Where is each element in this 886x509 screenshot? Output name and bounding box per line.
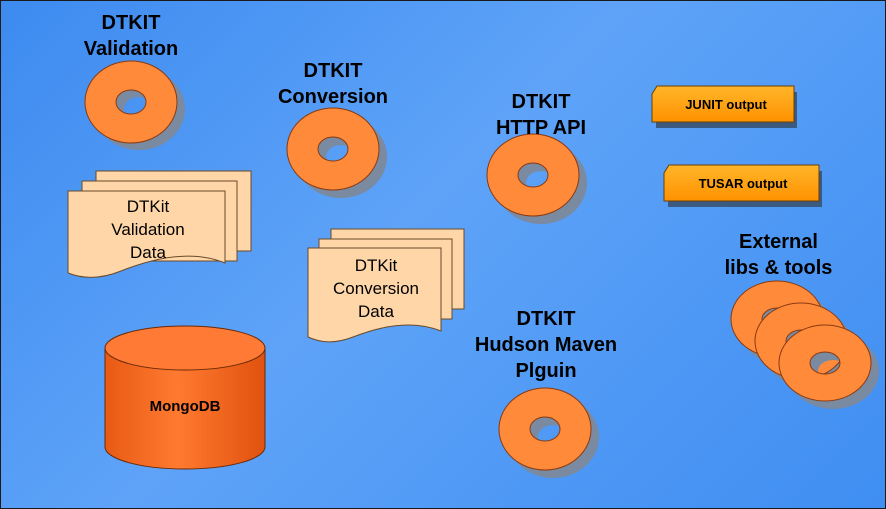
external-title: External libs & tools xyxy=(706,229,851,281)
mongodb-label: MongoDB xyxy=(149,398,221,415)
junit-output-label: JUNIT output xyxy=(685,97,767,112)
validation-data-line3: Data xyxy=(130,243,166,262)
hudson-title: DTKIT Hudson Maven Plguin xyxy=(456,306,636,384)
tusar-output-shape xyxy=(663,164,822,207)
ring-conversion xyxy=(286,107,387,198)
hudson-title-line3: Plguin xyxy=(515,360,577,382)
ring-validation xyxy=(84,60,185,150)
doc-stack-validation xyxy=(67,170,252,278)
conversion-data-line1: DTKit xyxy=(354,256,398,275)
tusar-output-label: TUSAR output xyxy=(698,176,788,191)
http-api-title: DTKIT HTTP API xyxy=(476,89,606,141)
ring-external-3 xyxy=(778,324,879,409)
ring-http-api xyxy=(486,133,587,224)
conversion-data-line3: Data xyxy=(358,302,394,321)
conversion-title-line2: Conversion xyxy=(277,86,389,108)
external-title-line2: libs & tools xyxy=(724,257,833,279)
doc-stack-conversion xyxy=(307,228,465,343)
conversion-title: DTKIT Conversion xyxy=(263,58,403,110)
conversion-data-label: DTKit Conversion Data xyxy=(308,254,444,323)
hudson-title-line2: Hudson Maven xyxy=(474,334,618,356)
http-api-title-line1: DTKIT xyxy=(511,91,571,113)
validation-data-line1: DTKit xyxy=(126,197,170,216)
validation-title-line2: Validation xyxy=(83,38,179,60)
hudson-title-line1: DTKIT xyxy=(516,308,576,330)
junit-output-shape xyxy=(651,85,797,128)
validation-data-line2: Validation xyxy=(111,220,185,239)
validation-title-line1: DTKIT xyxy=(101,12,161,34)
validation-data-label: DTKit Validation Data xyxy=(78,195,218,264)
ring-hudson xyxy=(498,387,599,478)
http-api-title-line2: HTTP API xyxy=(495,117,586,139)
conversion-data-line2: Conversion xyxy=(333,279,419,298)
validation-title: DTKIT Validation xyxy=(71,10,191,62)
mongodb-cylinder xyxy=(104,325,266,470)
external-title-line1: External xyxy=(739,231,818,253)
conversion-title-line1: DTKIT xyxy=(303,60,363,82)
